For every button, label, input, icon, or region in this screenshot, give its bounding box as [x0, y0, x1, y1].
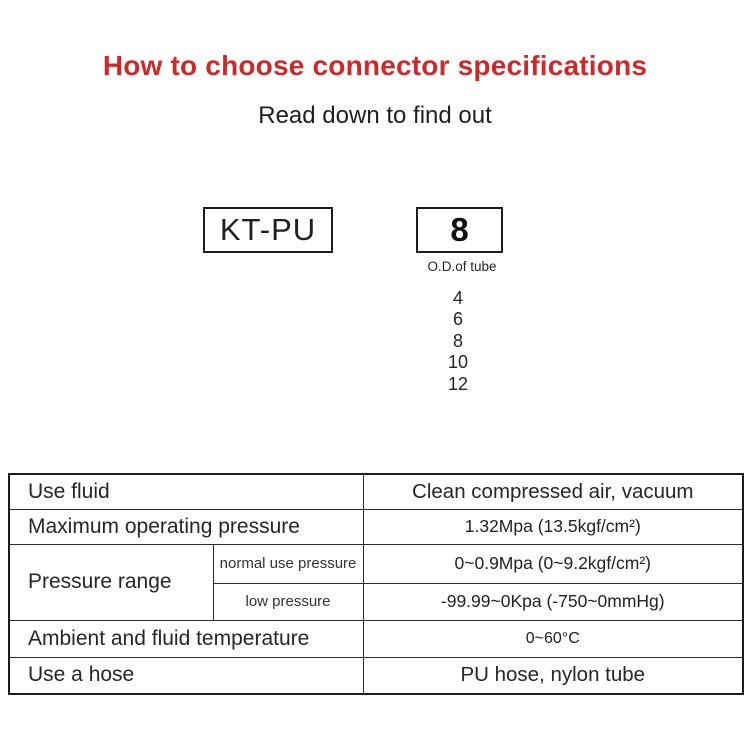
row-sub-label: normal use pressure: [212, 543, 364, 584]
row-label: Use fluid: [8, 473, 364, 510]
page-title: How to choose connector specifications: [102, 50, 648, 81]
size-box-caption: O.D.of tube: [427, 259, 497, 274]
table-row-temperature: Ambient and fluid temperature 0~60°C: [8, 619, 744, 658]
row-label: Maximum operating pressure: [8, 508, 364, 545]
row-label: Pressure range: [8, 543, 214, 621]
row-value: PU hose, nylon tube: [362, 656, 744, 695]
size-option: 8: [452, 330, 463, 351]
table-row-hose: Use a hose PU hose, nylon tube: [8, 656, 744, 695]
size-option: 4: [452, 288, 463, 308]
size-option: 12: [447, 373, 469, 394]
size-options-list: 4 6 8 10 12: [408, 288, 508, 395]
size-option: 6: [452, 309, 463, 330]
tube-size-box: 8: [416, 207, 503, 253]
page-subtitle: Read down to find out: [258, 102, 492, 129]
model-code-box: KT-PU: [203, 207, 333, 253]
row-value: 0~0.9Mpa (0~9.2kgf/cm²): [362, 543, 744, 584]
row-value: -99.99~0Kpa (-750~0mmHg): [362, 582, 744, 621]
table-row-max-pressure: Maximum operating pressure 1.32Mpa (13.5…: [8, 508, 744, 545]
row-sub-label: low pressure: [212, 582, 364, 621]
table-row-use-fluid: Use fluid Clean compressed air, vacuum: [8, 473, 744, 510]
table-row-pressure-range-normal: Pressure range normal use pressure 0~0.9…: [8, 543, 744, 621]
spec-table: Use fluid Clean compressed air, vacuum M…: [8, 473, 745, 695]
row-value: 1.32Mpa (13.5kgf/cm²): [362, 508, 744, 545]
size-option: 10: [447, 352, 469, 373]
row-label: Ambient and fluid temperature: [8, 619, 364, 658]
table-row-pressure-range-low: low pressure -99.99~0Kpa (-750~0mmHg): [9, 582, 744, 621]
row-value: 0~60°C: [362, 619, 744, 658]
row-label: Use a hose: [8, 656, 364, 695]
row-value: Clean compressed air, vacuum: [362, 473, 744, 510]
